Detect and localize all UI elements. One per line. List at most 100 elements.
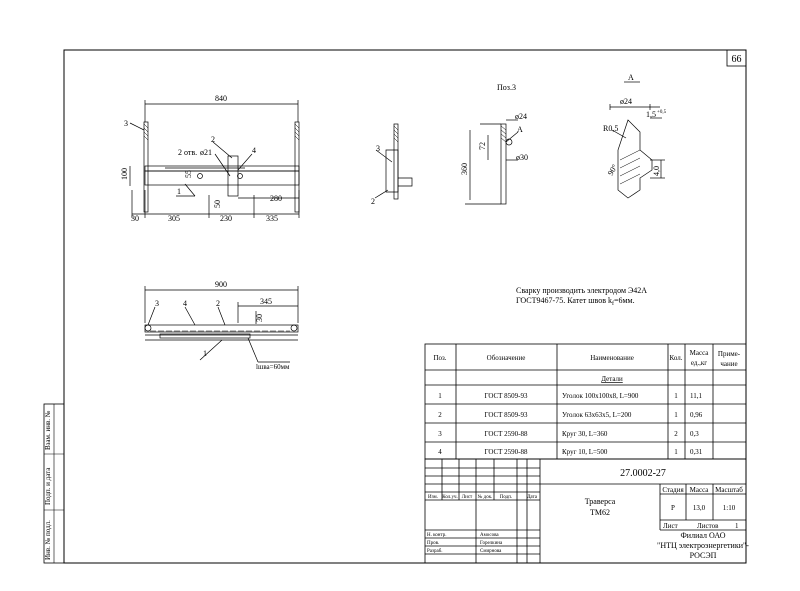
spec-row-mass: 11,1 xyxy=(690,392,702,400)
drawing-code: 27.0002-27 xyxy=(620,468,666,479)
mass-value: 13,0 xyxy=(693,504,706,512)
sheet-number: 66 xyxy=(732,54,742,65)
dim-840: 840 xyxy=(215,94,227,103)
drawing-name-2: ТМ62 xyxy=(590,508,610,517)
signer-name-dev: Смирнова xyxy=(480,549,502,554)
spec-row-pos: 4 xyxy=(438,448,442,456)
weld-length-note: lшва=60мм xyxy=(256,363,290,371)
section-mark-a: A xyxy=(517,125,523,134)
spec-table: Поз. Обозначение Наименование Кол. Масса… xyxy=(424,343,747,460)
dim-30-plan: 30 xyxy=(255,314,264,322)
sheets-label: Листов xyxy=(697,522,719,530)
spec-header-name: Наименование xyxy=(590,354,634,362)
sec-dim-90deg: 90° xyxy=(606,163,619,177)
callout-2: 2 xyxy=(211,135,215,144)
signer-name-norm: Амосова xyxy=(480,533,499,538)
sec-dim-4-0: 4,0 xyxy=(652,166,661,176)
spec-row-qty: 1 xyxy=(674,448,678,456)
spec-header-mass2: ед.,кг xyxy=(691,359,707,367)
weld-note-line2: ГОСТ9467-75. Катет швов kf=6мм. xyxy=(516,296,635,307)
view-section-a: A ø24 1,5 +0,5 R0,5 90° 4,0 xyxy=(603,73,667,199)
scale-value: 1:10 xyxy=(723,504,736,512)
spec-row-designation: ГОСТ 8509-93 xyxy=(484,411,528,419)
dim-360: 360 xyxy=(460,163,469,175)
spec-section-title: Детали xyxy=(601,375,623,383)
plan-callout-2: 2 xyxy=(216,299,220,308)
plan-callout-1: 1 xyxy=(203,349,207,358)
dim-345: 345 xyxy=(260,297,272,306)
signer-role-check: Пров. xyxy=(427,541,439,546)
spec-row-designation: ГОСТ 2590-88 xyxy=(484,448,528,456)
rev-header-change: Изм. xyxy=(428,495,438,500)
spec-row-designation: ГОСТ 8509-93 xyxy=(484,392,528,400)
rev-header-sign: Подп. xyxy=(500,495,512,500)
org-line-3: РОСЭП xyxy=(690,551,717,560)
side-stamp-sign-date: Подп. и дата xyxy=(44,467,52,505)
view-front-assembly: 840 100 30 305 230 335 280 50 55 2 отв. … xyxy=(120,94,300,223)
sec-dim-tolerance: +0,5 xyxy=(657,110,667,115)
dim-230: 230 xyxy=(220,214,232,223)
hole-note: 2 отв. xyxy=(178,148,197,157)
dim-50: 50 xyxy=(213,200,222,208)
spec-row-pos: 1 xyxy=(438,392,442,400)
sec-dim-d24: ø24 xyxy=(620,97,632,106)
dim-30: 30 xyxy=(131,214,139,223)
signer-role-norm: Н. контр. xyxy=(427,533,446,538)
rev-header-count: Кол.уч. xyxy=(442,495,458,500)
title-block: 27.0002-27 Траверса ТМ62 Изм. Кол.уч. Ли… xyxy=(424,458,749,564)
spec-header-pos: Поз. xyxy=(433,354,446,362)
section-a-title: A xyxy=(628,73,634,82)
view-plan: 900 345 30 3 4 2 1 lшва=60мм xyxy=(144,280,299,371)
spec-header-designation: Обозначение xyxy=(487,354,526,362)
mass-label: Масса xyxy=(690,486,710,494)
dim-72: 72 xyxy=(478,142,487,150)
spec-row-qty: 2 xyxy=(674,430,678,438)
spec-header-mass1: Масса xyxy=(690,349,710,357)
sec-dim-1-5: 1,5 xyxy=(646,110,656,119)
spec-row-mass: 0,31 xyxy=(690,448,703,456)
spec-row-name: Уголок 100х100х8, L=900 xyxy=(562,392,639,400)
callout-1: 1 xyxy=(177,187,181,196)
spec-row-pos: 3 xyxy=(438,430,442,438)
callout-3: 3 xyxy=(124,119,128,128)
side-stamp-replace-inv: Взам. инв. № xyxy=(44,410,52,450)
plan-callout-3: 3 xyxy=(155,299,159,308)
stage-label: Стадия xyxy=(662,486,684,494)
spec-header-note2: чание xyxy=(720,360,737,368)
org-line-2: "НТЦ электроэнергетики"- xyxy=(657,541,749,550)
drawing-name-1: Траверса xyxy=(585,497,616,506)
dim-100: 100 xyxy=(120,168,129,180)
dim-335: 335 xyxy=(266,214,278,223)
hole-diameter: ø21 xyxy=(200,148,212,157)
side-stamp-orig-inv: Инв. № подл. xyxy=(44,520,52,560)
stage-value: Р xyxy=(671,504,675,512)
pos3-callout-3: 3 xyxy=(376,144,380,153)
spec-row-designation: ГОСТ 2590-88 xyxy=(484,430,528,438)
rev-header-date: Дата xyxy=(527,495,538,500)
dim-900: 900 xyxy=(215,280,227,289)
pos3-callout-2: 2 xyxy=(371,197,375,206)
plan-callout-4: 4 xyxy=(183,299,187,308)
sec-dim-r05: R0,5 xyxy=(603,124,618,133)
callout-4: 4 xyxy=(252,146,256,155)
spec-row-name: Круг 30, L=360 xyxy=(562,430,608,438)
dim-d30: ø30 xyxy=(516,153,528,162)
dim-d24: ø24 xyxy=(515,112,527,121)
dim-280: 280 xyxy=(270,194,282,203)
pos3-title: Поз.3 xyxy=(497,83,516,92)
sheet-label: Лист xyxy=(663,522,678,530)
scale-label: Масштаб xyxy=(715,486,743,494)
rev-header-sheet: Лист xyxy=(462,495,473,500)
dim-55: 55 xyxy=(184,170,193,178)
spec-row-name: Уголок 63х63х5, L=200 xyxy=(562,411,632,419)
spec-row-mass: 0,96 xyxy=(690,411,703,419)
spec-row-pos: 2 xyxy=(438,411,442,419)
spec-header-qty: Кол. xyxy=(670,354,683,362)
spec-row-mass: 0,3 xyxy=(690,430,699,438)
sheets-count: 1 xyxy=(735,522,739,530)
signer-name-check: Горелкина xyxy=(480,541,503,546)
org-line-1: Филиал ОАО xyxy=(680,531,725,540)
spec-row-qty: 1 xyxy=(674,411,678,419)
view-position-3: Поз.3 ø24 ø30 360 72 A 3 2 xyxy=(371,83,528,206)
